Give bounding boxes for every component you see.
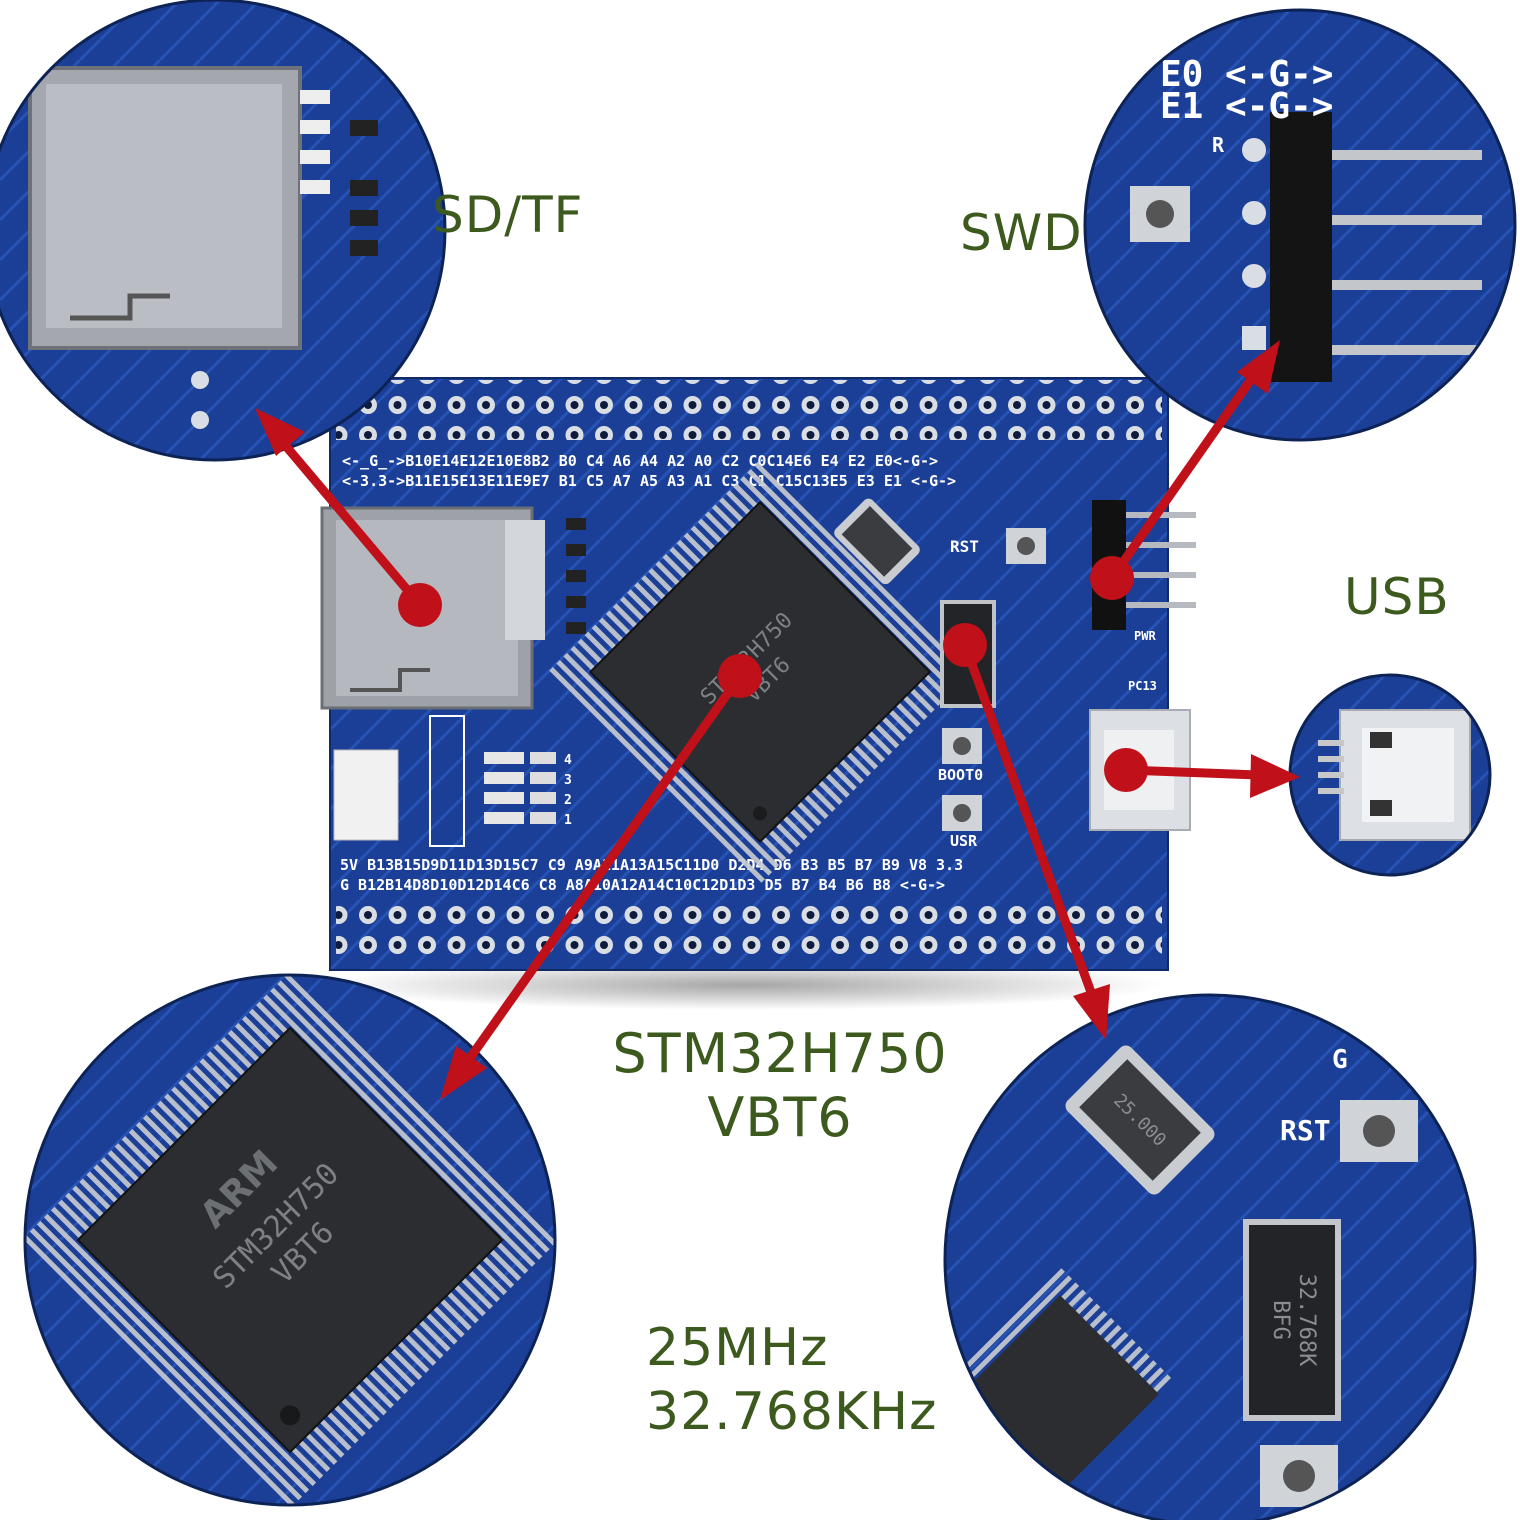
jumper-outline xyxy=(429,715,465,847)
led-number-1: 1 xyxy=(564,813,572,828)
rst-button[interactable] xyxy=(1006,528,1046,564)
label-swd: SWD xyxy=(960,204,1083,262)
zoom-usb xyxy=(1288,673,1492,877)
label-mcu-line1: STM32H750 xyxy=(612,1022,948,1085)
silk-rst: RST xyxy=(950,537,979,556)
label-mcu-line2: VBT6 xyxy=(707,1086,853,1149)
label-usb: USB xyxy=(1344,568,1450,626)
label-crystals: 25MHz 32.768KHz xyxy=(646,1316,1006,1444)
bottom-header-holes xyxy=(336,895,1162,955)
arrow-mcu xyxy=(440,654,762,1100)
led-number-4: 4 xyxy=(564,753,572,768)
zoom-rtc-mark-2: BFG xyxy=(1268,1300,1293,1340)
label-crystal-line1: 25MHz xyxy=(646,1318,829,1378)
zoom-rtc-mark-1: 32.768K xyxy=(1294,1274,1319,1367)
arrow-sd xyxy=(255,408,442,627)
led-number-3: 3 xyxy=(564,773,572,788)
silk-top-row2: <-3.3->B11E15E13E11E9E7 B1 C5 A7 A5 A3 A… xyxy=(342,472,956,490)
zoom-crystals: 25.000 32.768K BFG RST G xyxy=(943,993,1477,1520)
silk-top-row1: <-_G_->B10E14E12E10E8B2 B0 C4 A6 A4 A2 A… xyxy=(342,452,938,470)
arrow-crystal xyxy=(943,623,1110,1040)
silk-usr: USR xyxy=(950,832,978,850)
swd-silk-e0: E0 <-G-> xyxy=(1160,54,1333,95)
arrow-usb xyxy=(1104,748,1300,798)
label-sd-tf: SD/TF xyxy=(432,186,584,244)
usr-button[interactable] xyxy=(942,795,982,831)
crystal-25mhz xyxy=(834,498,920,585)
top-header-holes xyxy=(336,380,1162,440)
jst-connector xyxy=(333,749,399,841)
boot0-button[interactable] xyxy=(942,728,982,764)
sd-resistors xyxy=(566,518,586,634)
zoom-rst-label: RST xyxy=(1280,1114,1331,1147)
silk-pc13: PC13 xyxy=(1128,679,1157,693)
silk-pwr: PWR xyxy=(1134,629,1156,643)
arrow-swd xyxy=(1090,340,1280,600)
swd-silk-r: R xyxy=(1212,133,1225,157)
label-mcu: STM32H750 VBT6 xyxy=(560,1022,1000,1150)
silk-bottom-row2: G B12B14D8D10D12D14C6 C8 A8A10A12A14C10C… xyxy=(340,876,945,894)
zoom-swd: E0 <-G-> E1 <-G-> R xyxy=(1083,8,1517,442)
zoom-g-label: G xyxy=(1332,1045,1348,1075)
silk-boot0: BOOT0 xyxy=(938,766,983,784)
led-array xyxy=(484,752,556,824)
swd-silk-e1: E1 <-G-> xyxy=(1160,86,1333,127)
label-crystal-line2: 32.768KHz xyxy=(646,1382,938,1442)
zoom-sd-card xyxy=(0,0,447,462)
pointer-arrows xyxy=(255,340,1300,1100)
led-number-2: 2 xyxy=(564,793,572,808)
silk-bottom-row1: 5V B13B15D9D11D13D15C7 C9 A9A11A13A15C11… xyxy=(340,856,963,874)
zoom-mcu: STM32H750 VBT6 ARM xyxy=(23,973,557,1507)
